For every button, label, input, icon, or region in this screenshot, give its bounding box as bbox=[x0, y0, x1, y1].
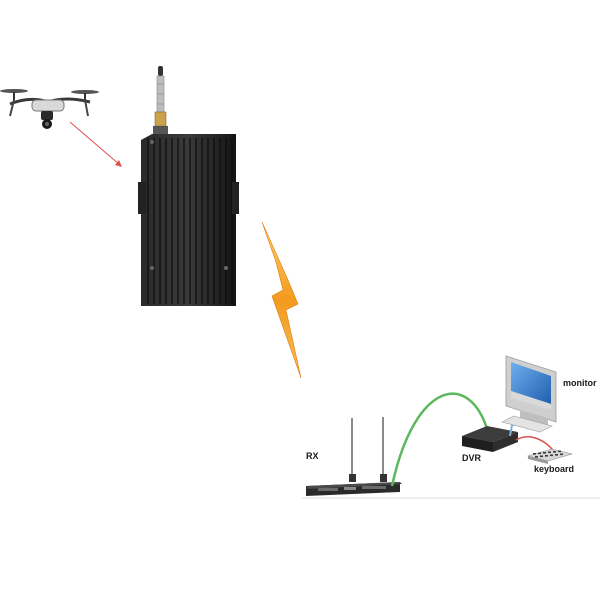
drone-link-arrow bbox=[69, 121, 121, 166]
rx-to-dvr-cable bbox=[390, 392, 490, 487]
monitor-label: monitor bbox=[563, 378, 597, 388]
dvr-box-icon bbox=[462, 426, 518, 452]
video-transmitter-icon bbox=[138, 66, 239, 306]
keyboard-label: keyboard bbox=[534, 464, 575, 474]
crt-monitor-icon bbox=[501, 355, 557, 433]
keyboard-icon bbox=[526, 448, 574, 464]
lightning-bolt-icon bbox=[261, 221, 302, 379]
drone-icon bbox=[0, 89, 99, 129]
drone-link-arrowhead bbox=[115, 160, 122, 167]
dvr-label: DVR bbox=[462, 453, 482, 463]
rack-receiver-icon bbox=[306, 417, 402, 496]
rx-label: RX bbox=[306, 451, 319, 461]
